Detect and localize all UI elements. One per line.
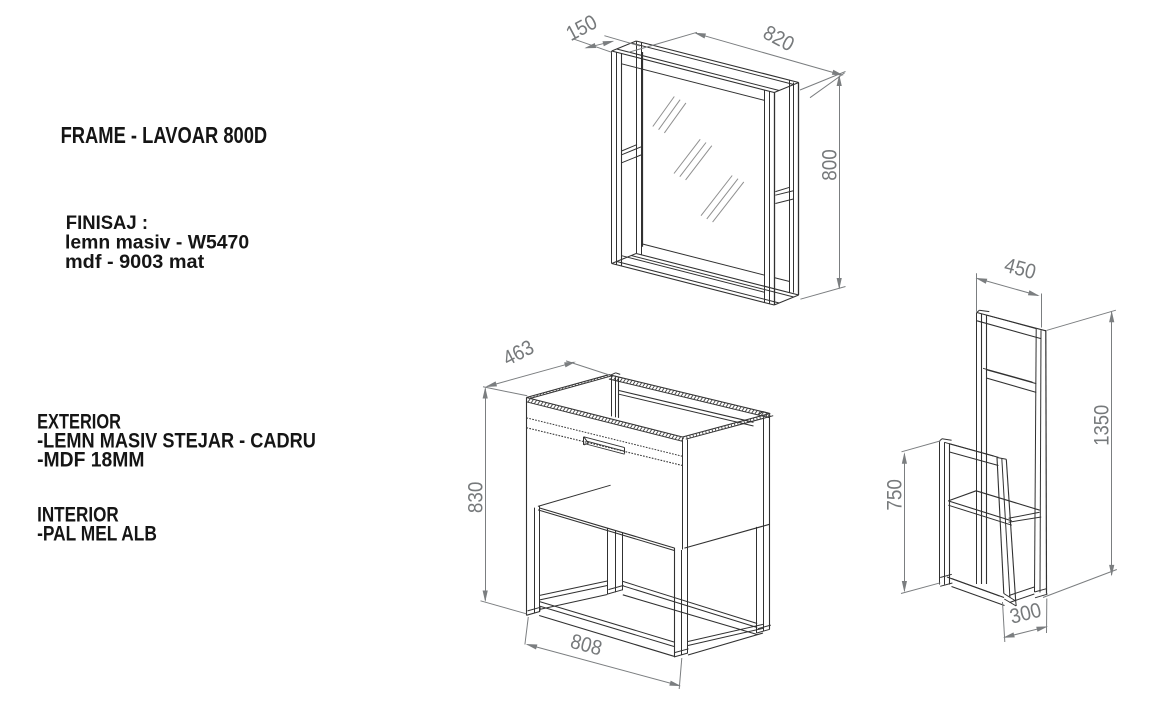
svg-text:lemn masiv - W5470: lemn masiv - W5470 xyxy=(65,232,249,254)
svg-text:800: 800 xyxy=(818,149,841,181)
svg-text:EXTERIOR: EXTERIOR xyxy=(37,411,121,434)
svg-text:830: 830 xyxy=(465,482,488,514)
svg-text:-PAL MEL ALB: -PAL MEL ALB xyxy=(37,523,157,546)
svg-text:-LEMN MASIV STEJAR - CADRU: -LEMN MASIV STEJAR - CADRU xyxy=(37,430,316,453)
svg-text:750: 750 xyxy=(883,479,906,511)
svg-text:FINISAJ :: FINISAJ : xyxy=(66,212,148,234)
svg-text:mdf - 9003 mat: mdf - 9003 mat xyxy=(65,251,205,273)
svg-text:-MDF 18MM: -MDF 18MM xyxy=(37,449,144,472)
svg-text:INTERIOR: INTERIOR xyxy=(37,504,119,527)
svg-text:FRAME - LAVOAR 800D: FRAME - LAVOAR 800D xyxy=(61,122,268,148)
svg-text:1350: 1350 xyxy=(1090,405,1113,446)
